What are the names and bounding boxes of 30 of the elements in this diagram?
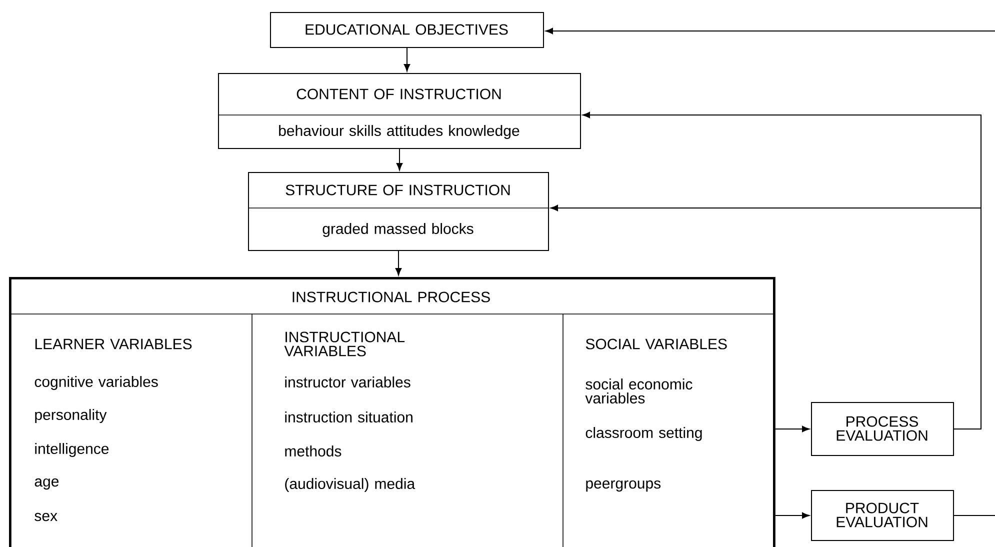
box-heading: STRUCTURE OF INSTRUCTION xyxy=(286,184,510,196)
list-item: methods xyxy=(285,446,342,456)
column-heading: LEARNER VARIABLES xyxy=(35,338,192,350)
list-item: cognitive variables xyxy=(34,376,158,390)
list-item: peergroups xyxy=(586,480,661,492)
box-text: PRODUCT EVALUATION xyxy=(836,502,928,528)
list-item: personality xyxy=(35,409,107,423)
box-text: behaviour skills attitudes knowledge xyxy=(279,125,520,139)
box-text: EDUCATIONAL OBJECTIVES xyxy=(306,24,508,35)
list-item: instruction situation xyxy=(285,412,412,422)
list-item: age xyxy=(34,478,59,490)
list-item: sex xyxy=(34,512,58,522)
box-text: PROCESS EVALUATION xyxy=(836,416,928,441)
box-heading: CONTENT OF INSTRUCTION xyxy=(296,88,501,100)
arrow xyxy=(396,148,403,171)
arrow xyxy=(774,426,810,432)
arrow xyxy=(550,204,982,430)
list-item: classroom setting xyxy=(586,427,702,441)
list-item: intelligence xyxy=(35,443,109,457)
arrow xyxy=(404,48,410,72)
column-heading: SOCIAL VARIABLES xyxy=(586,338,727,350)
list-item: social economic variables xyxy=(585,378,692,404)
arrow xyxy=(774,512,810,519)
list-item: (audiovisual) media xyxy=(285,478,416,492)
box-heading: INSTRUCTIONAL PROCESS xyxy=(292,292,490,302)
column-heading: INSTRUCTIONAL VARIABLES xyxy=(284,332,405,356)
arrow xyxy=(395,250,402,276)
arrow xyxy=(546,28,995,34)
list-item: instructor variables xyxy=(285,376,410,388)
box-text: graded massed blocks xyxy=(322,223,474,237)
